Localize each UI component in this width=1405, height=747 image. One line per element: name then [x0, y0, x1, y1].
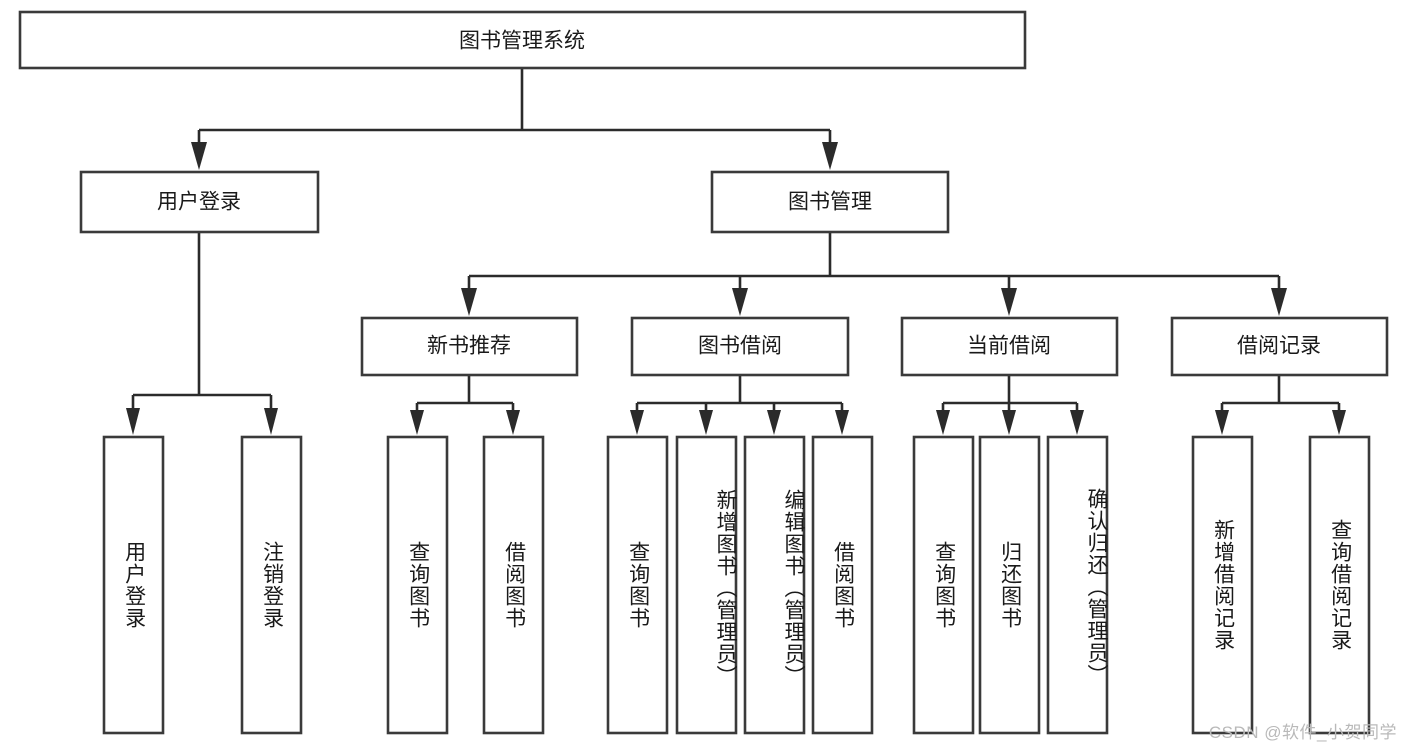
arrowhead-leaf-query-book-1 — [410, 410, 424, 435]
leaf-box-user-login[interactable] — [102, 435, 165, 735]
arrowhead-leaf-query-borrow-record — [1332, 410, 1346, 435]
node-current-borrow-box[interactable] — [900, 316, 1119, 377]
leaf-box-query-book-3[interactable] — [912, 435, 975, 735]
node-user-login-box[interactable] — [79, 170, 320, 234]
node-current-borrow-label: 当前借阅 — [967, 335, 1051, 358]
arrowhead-leaf-logout-login — [264, 408, 278, 435]
node-title-label: 图书管理系统 — [459, 30, 585, 53]
leaf-box-return-book[interactable] — [978, 435, 1041, 735]
node-new-book-recommend-label: 新书推荐 — [427, 335, 511, 358]
node-book-management-box[interactable] — [710, 170, 950, 234]
arrowhead-leaf-edit-book-admin — [767, 410, 781, 435]
leaf-box-confirm-return-admin[interactable] — [1046, 435, 1109, 735]
leaf-box-edit-book-admin[interactable] — [743, 435, 806, 735]
connector-group-new-book-recommend — [410, 375, 520, 435]
arrowhead-leaf-query-book-2 — [630, 410, 644, 435]
arrowhead-book-borrow — [732, 288, 748, 316]
arrowhead-leaf-return-book — [1002, 410, 1016, 435]
leaf-box-add-borrow-record[interactable] — [1191, 435, 1254, 735]
connector-group-book-management — [461, 232, 1287, 316]
arrowhead-user-login — [191, 142, 207, 170]
connector-group-book-borrow — [630, 375, 849, 435]
node-new-book-recommend[interactable]: 新书推荐 — [360, 316, 579, 377]
node-current-borrow[interactable]: 当前借阅 — [900, 316, 1119, 377]
connector-group-borrow-record — [1215, 375, 1346, 435]
connector-group-root — [191, 68, 838, 170]
node-book-borrow[interactable]: 图书借阅 — [630, 316, 850, 377]
leaf-box-query-borrow-record[interactable] — [1308, 435, 1371, 735]
node-borrow-record[interactable]: 借阅记录 — [1170, 316, 1389, 377]
watermark-text: CSDN @软件_小贺同学 — [1208, 723, 1397, 742]
arrowhead-leaf-add-borrow-record — [1215, 410, 1229, 435]
arrowhead-borrow-record — [1271, 288, 1287, 316]
node-user-login[interactable]: 用户登录 — [79, 170, 320, 234]
arrowhead-current-borrow — [1001, 288, 1017, 316]
node-borrow-record-box[interactable] — [1170, 316, 1389, 377]
leaf-box-borrow-book-2[interactable] — [811, 435, 874, 735]
leaf-box-query-book-2[interactable] — [606, 435, 669, 735]
node-title-box[interactable] — [18, 10, 1027, 70]
connector-group-current-borrow — [936, 375, 1084, 435]
arrowhead-leaf-add-book-admin — [699, 410, 713, 435]
node-borrow-record-label: 借阅记录 — [1237, 335, 1321, 358]
leaf-box-logout-login[interactable] — [240, 435, 303, 735]
arrowhead-leaf-confirm-return-admin — [1070, 410, 1084, 435]
arrowhead-new-book-recommend — [461, 288, 477, 316]
arrowhead-book-management — [822, 142, 838, 170]
node-book-management-label: 图书管理 — [788, 191, 872, 214]
node-book-borrow-label: 图书借阅 — [698, 335, 782, 358]
connector-group-user-login — [126, 232, 278, 435]
leaf-box-query-book-1[interactable] — [386, 435, 449, 735]
node-book-management[interactable]: 图书管理 — [710, 170, 950, 234]
node-new-book-recommend-box[interactable] — [360, 316, 579, 377]
node-title[interactable]: 图书管理系统 — [18, 10, 1027, 70]
node-user-login-label: 用户登录 — [157, 191, 241, 214]
arrowhead-leaf-user-login — [126, 408, 140, 435]
arrowhead-leaf-borrow-book-1 — [506, 410, 520, 435]
arrowhead-leaf-query-book-3 — [936, 410, 950, 435]
node-book-borrow-box[interactable] — [630, 316, 850, 377]
leaf-box-add-book-admin[interactable] — [675, 435, 738, 735]
leaf-box-borrow-book-1[interactable] — [482, 435, 545, 735]
arrowhead-leaf-borrow-book-2 — [835, 410, 849, 435]
